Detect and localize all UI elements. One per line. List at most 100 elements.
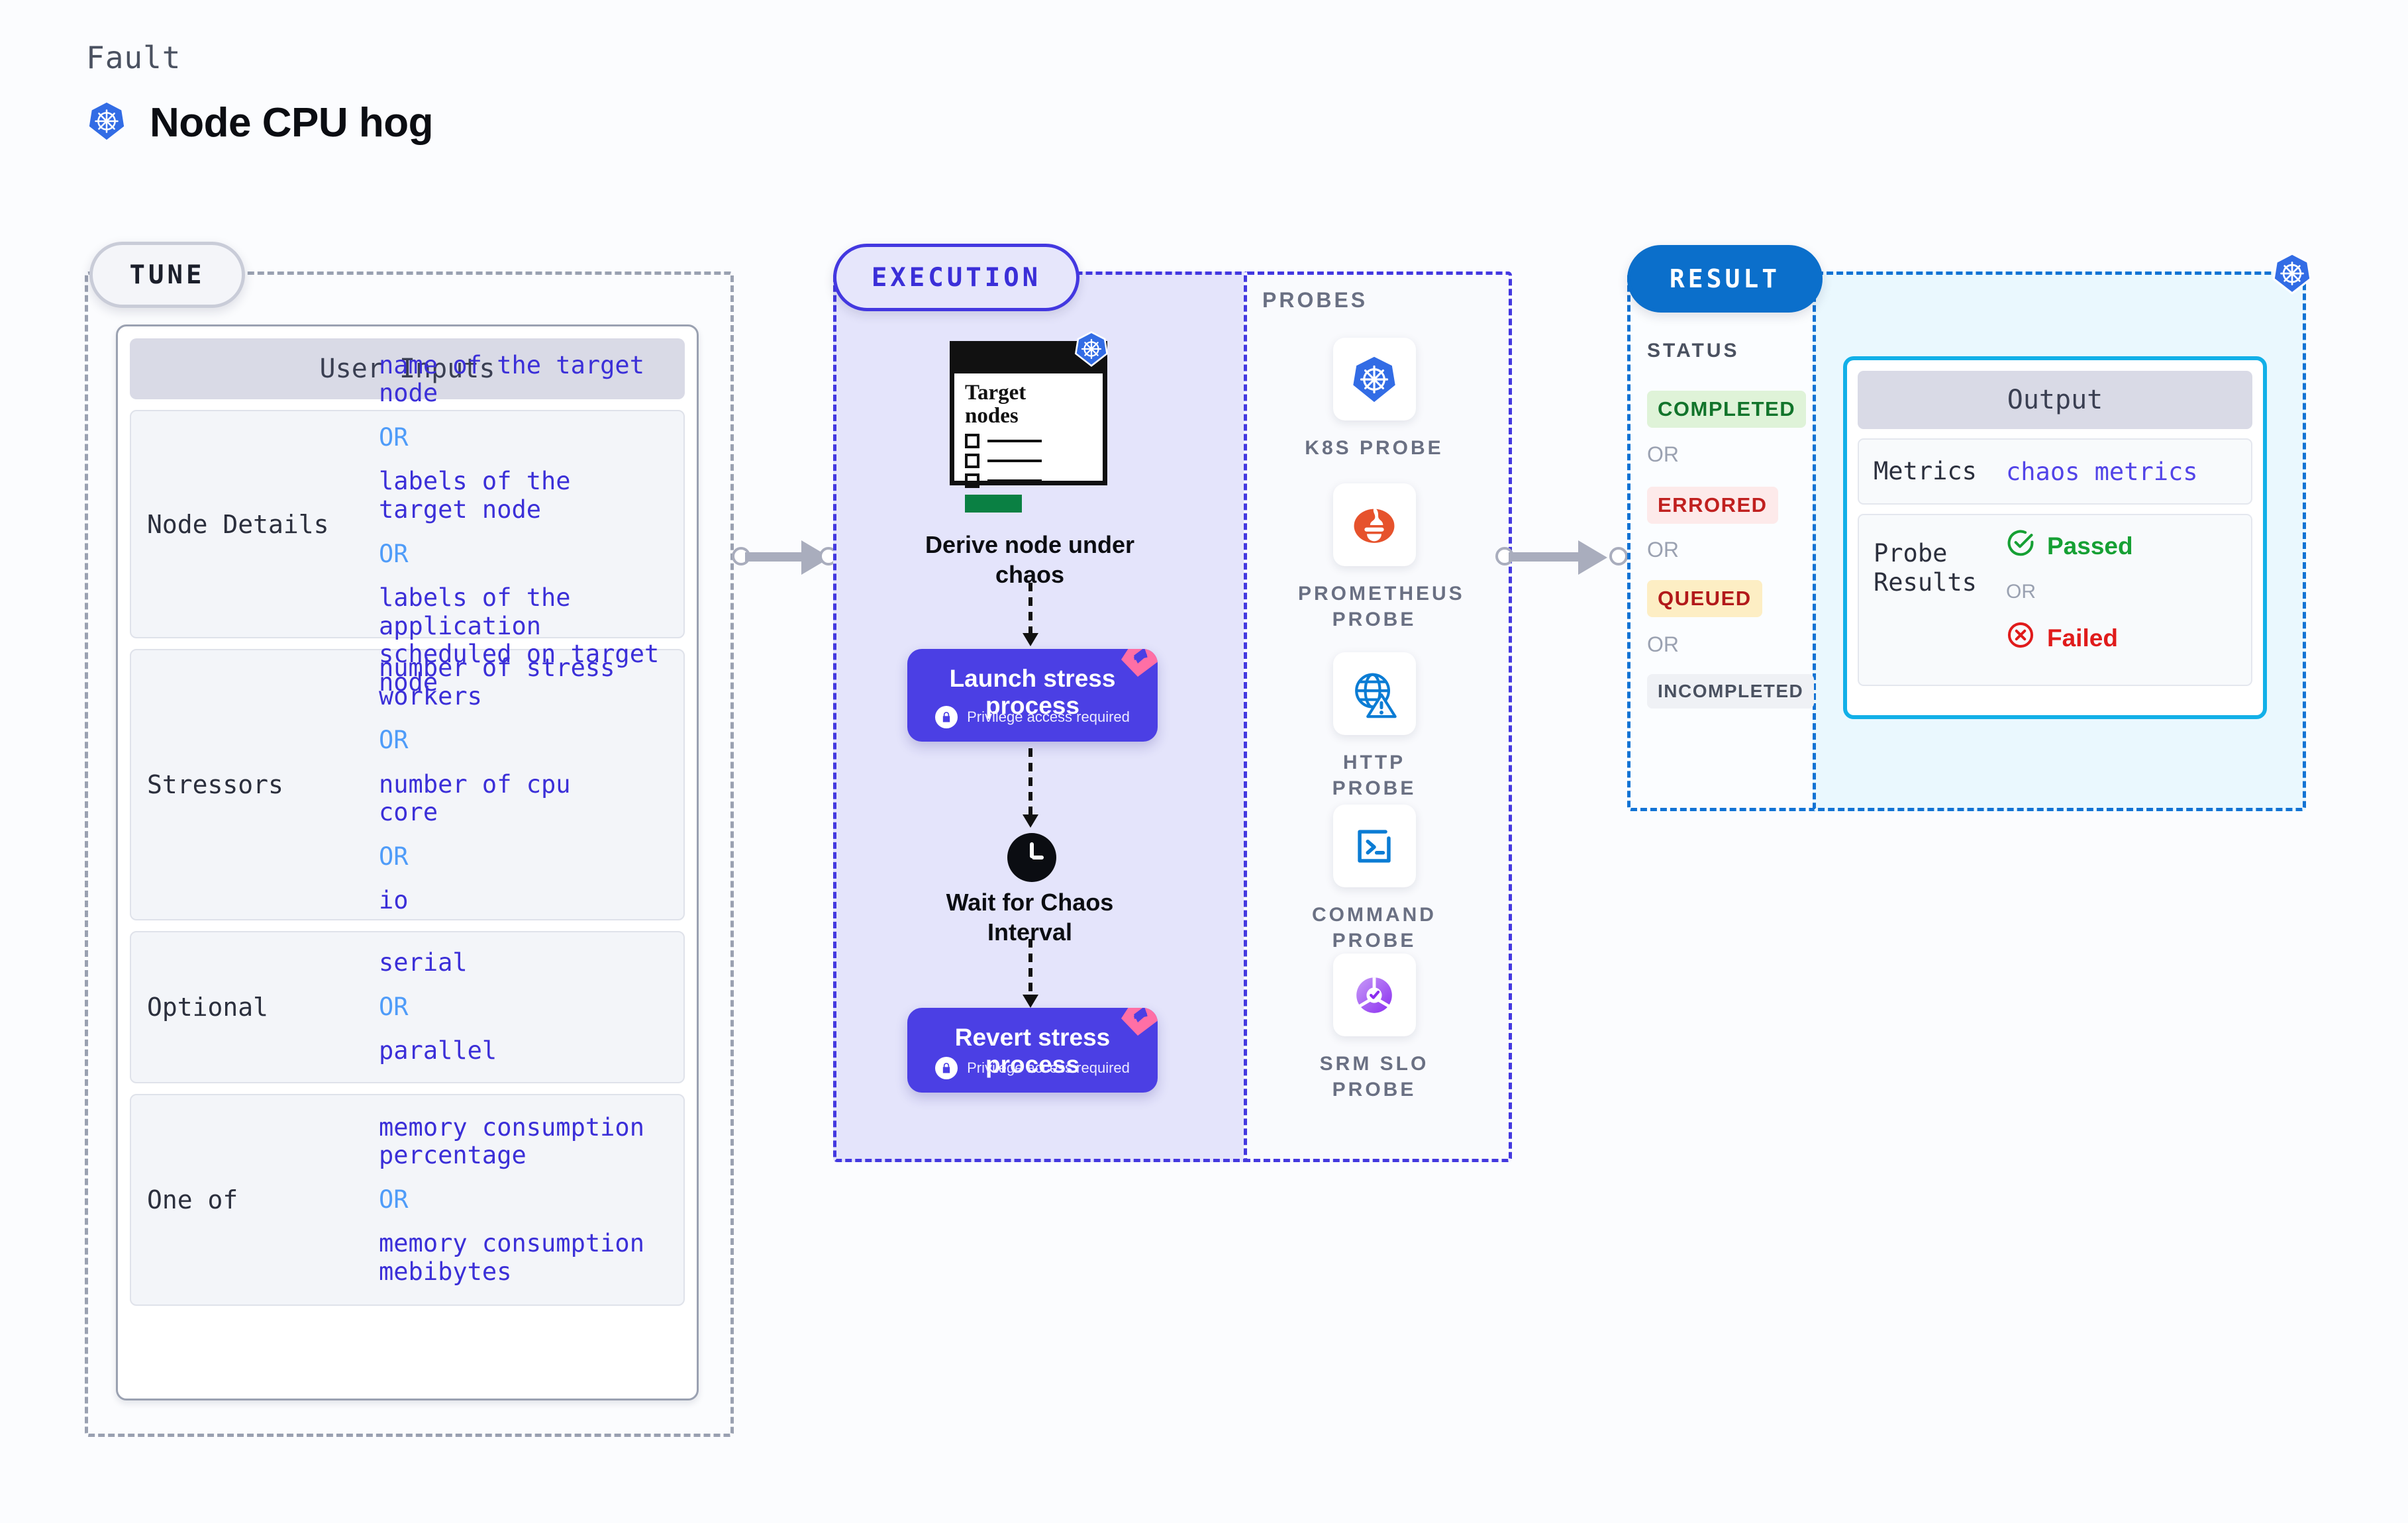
check-circle-icon bbox=[2006, 528, 2035, 564]
tune-value: memory consumption mebibytes bbox=[379, 1229, 644, 1286]
tune-row-label: Stressors bbox=[147, 770, 283, 799]
tune-row-label: Node Details bbox=[147, 509, 329, 539]
user-inputs-card: User Inputs Node Details name of the tar… bbox=[116, 324, 699, 1400]
output-title: Output bbox=[1858, 371, 2252, 429]
probe-item-prometheus[interactable]: PROMETHEUS PROBE bbox=[1298, 483, 1465, 632]
fault-kicker: Fault bbox=[86, 40, 181, 75]
probe-result-failed: Failed bbox=[2006, 620, 2133, 656]
flow-arrow-wait-to-revert bbox=[1023, 939, 1038, 1008]
page-title: Node CPU hog bbox=[150, 100, 433, 146]
tune-stage-chip[interactable]: TUNE bbox=[89, 242, 245, 308]
probe-label: SRM SLO PROBE bbox=[1319, 1053, 1429, 1101]
probe-result-passed: Passed bbox=[2006, 528, 2133, 564]
tune-value: io bbox=[379, 886, 409, 915]
user-inputs-title: User Inputs bbox=[130, 338, 685, 399]
probe-label: COMMAND PROBE bbox=[1312, 904, 1436, 952]
tune-or: OR bbox=[379, 726, 409, 755]
tune-or: OR bbox=[379, 422, 409, 452]
probe-item-http[interactable]: HTTP PROBE bbox=[1298, 652, 1450, 801]
checkbox-icon bbox=[965, 473, 979, 488]
doc-line-dash bbox=[987, 440, 1042, 442]
result-stage-chip[interactable]: RESULT bbox=[1627, 245, 1823, 313]
output-row-probe-results: Probe Results Passed OR Failed bbox=[1858, 514, 2252, 686]
tune-value: memory consumption percentage bbox=[379, 1112, 644, 1170]
tune-value: labels of the target node bbox=[379, 467, 571, 524]
derive-node-card: Target nodes bbox=[950, 331, 1109, 513]
terminal-icon bbox=[1332, 805, 1416, 887]
status-or: OR bbox=[1647, 538, 1679, 562]
tune-value: serial bbox=[379, 948, 468, 977]
globe-warning-icon bbox=[1332, 652, 1416, 735]
launch-stress-process-node[interactable]: Launch stress process Privilege access r… bbox=[907, 649, 1158, 742]
launch-subtitle: Privilege access required bbox=[967, 709, 1130, 725]
doc-line-dash bbox=[987, 479, 1042, 482]
flow-arrow-derive-to-launch bbox=[1023, 583, 1038, 646]
flow-arrow-launch-to-wait bbox=[1023, 748, 1038, 828]
tune-row-optional: Optional serial OR parallel bbox=[130, 931, 685, 1083]
tune-row-stressors: Stressors number of stress workers OR nu… bbox=[130, 649, 685, 920]
slo-donut-icon bbox=[1332, 954, 1416, 1036]
tune-stage-container bbox=[85, 271, 734, 1437]
probe-item-command[interactable]: COMMAND PROBE bbox=[1298, 805, 1450, 954]
probe-label: HTTP PROBE bbox=[1332, 752, 1417, 799]
status-or: OR bbox=[1647, 632, 1679, 656]
revert-subtitle: Privilege access required bbox=[967, 1059, 1130, 1076]
checkbox-icon bbox=[965, 454, 979, 468]
probe-item-k8s[interactable]: K8S PROBE bbox=[1298, 338, 1450, 461]
checkbox-icon bbox=[965, 434, 979, 448]
clock-icon bbox=[1007, 833, 1056, 882]
lock-icon bbox=[935, 706, 958, 728]
tune-or: OR bbox=[379, 1185, 409, 1214]
status-badge-incompleted: INCOMPLETED bbox=[1647, 674, 1815, 709]
launch-title: Launch stress process bbox=[949, 665, 1116, 720]
probe-label: K8S PROBE bbox=[1305, 437, 1444, 459]
passed-text: Passed bbox=[2047, 532, 2133, 560]
connector-tune-to-execution bbox=[732, 540, 838, 575]
tune-row-one-of: One of memory consumption percentage OR … bbox=[130, 1094, 685, 1306]
kubernetes-icon bbox=[1332, 338, 1416, 420]
tune-row-node-details: Node Details name of the target node OR … bbox=[130, 351, 685, 696]
tune-or: OR bbox=[379, 539, 409, 568]
metrics-value: chaos metrics bbox=[2006, 457, 2198, 486]
tune-value: number of cpu core bbox=[379, 769, 571, 827]
document-green-bar bbox=[965, 495, 1022, 513]
probe-results-label: Probe Results bbox=[1874, 539, 1977, 597]
revert-stress-process-node[interactable]: Revert stress process Privilege access r… bbox=[907, 1008, 1158, 1093]
chaos-ribbon-icon bbox=[1118, 1008, 1158, 1040]
status-section-label: STATUS bbox=[1647, 340, 1740, 362]
status-or: OR bbox=[1647, 442, 1679, 466]
connector-execution-to-result bbox=[1495, 540, 1638, 575]
probe-result-or: OR bbox=[2006, 581, 2036, 603]
tune-row-label: Optional bbox=[147, 993, 269, 1022]
status-badge-completed: COMPLETED bbox=[1647, 391, 1807, 428]
kubernetes-icon bbox=[1073, 330, 1110, 371]
kubernetes-icon bbox=[2270, 252, 2314, 299]
page-header: Fault Node CPU hog bbox=[86, 40, 433, 146]
kubernetes-icon bbox=[86, 101, 127, 145]
wait-for-chaos-interval-caption: Wait for Chaos Interval bbox=[946, 889, 1114, 946]
metrics-label: Metrics bbox=[1874, 456, 1977, 485]
derive-node-caption: Derive node under chaos bbox=[925, 531, 1135, 588]
prometheus-icon bbox=[1332, 483, 1416, 566]
doc-line-dash bbox=[987, 460, 1042, 462]
x-circle-icon bbox=[2006, 620, 2035, 656]
output-card: Output Metrics chaos metrics Probe Resul… bbox=[1843, 356, 2267, 719]
revert-title: Revert stress process bbox=[954, 1024, 1111, 1079]
tune-or: OR bbox=[379, 842, 409, 871]
tune-value: parallel bbox=[379, 1036, 497, 1065]
probe-item-srm-slo[interactable]: SRM SLO PROBE bbox=[1298, 954, 1450, 1103]
status-badge-errored: ERRORED bbox=[1647, 487, 1778, 524]
tune-value: name of the target node bbox=[379, 350, 644, 408]
probe-label: PROMETHEUS PROBE bbox=[1298, 583, 1465, 630]
failed-text: Failed bbox=[2047, 624, 2118, 652]
target-nodes-document: Target nodes bbox=[950, 341, 1107, 513]
execution-stage-chip[interactable]: EXECUTION bbox=[833, 244, 1079, 311]
status-badge-queued: QUEUED bbox=[1647, 580, 1762, 617]
tune-or: OR bbox=[379, 992, 409, 1021]
chaos-ribbon-icon bbox=[1118, 649, 1158, 681]
tune-row-label: One of bbox=[147, 1185, 238, 1214]
output-row-metrics: Metrics chaos metrics bbox=[1858, 438, 2252, 505]
tune-value: number of stress workers bbox=[379, 654, 615, 711]
lock-icon bbox=[935, 1057, 958, 1079]
document-title: Target nodes bbox=[965, 381, 1027, 428]
